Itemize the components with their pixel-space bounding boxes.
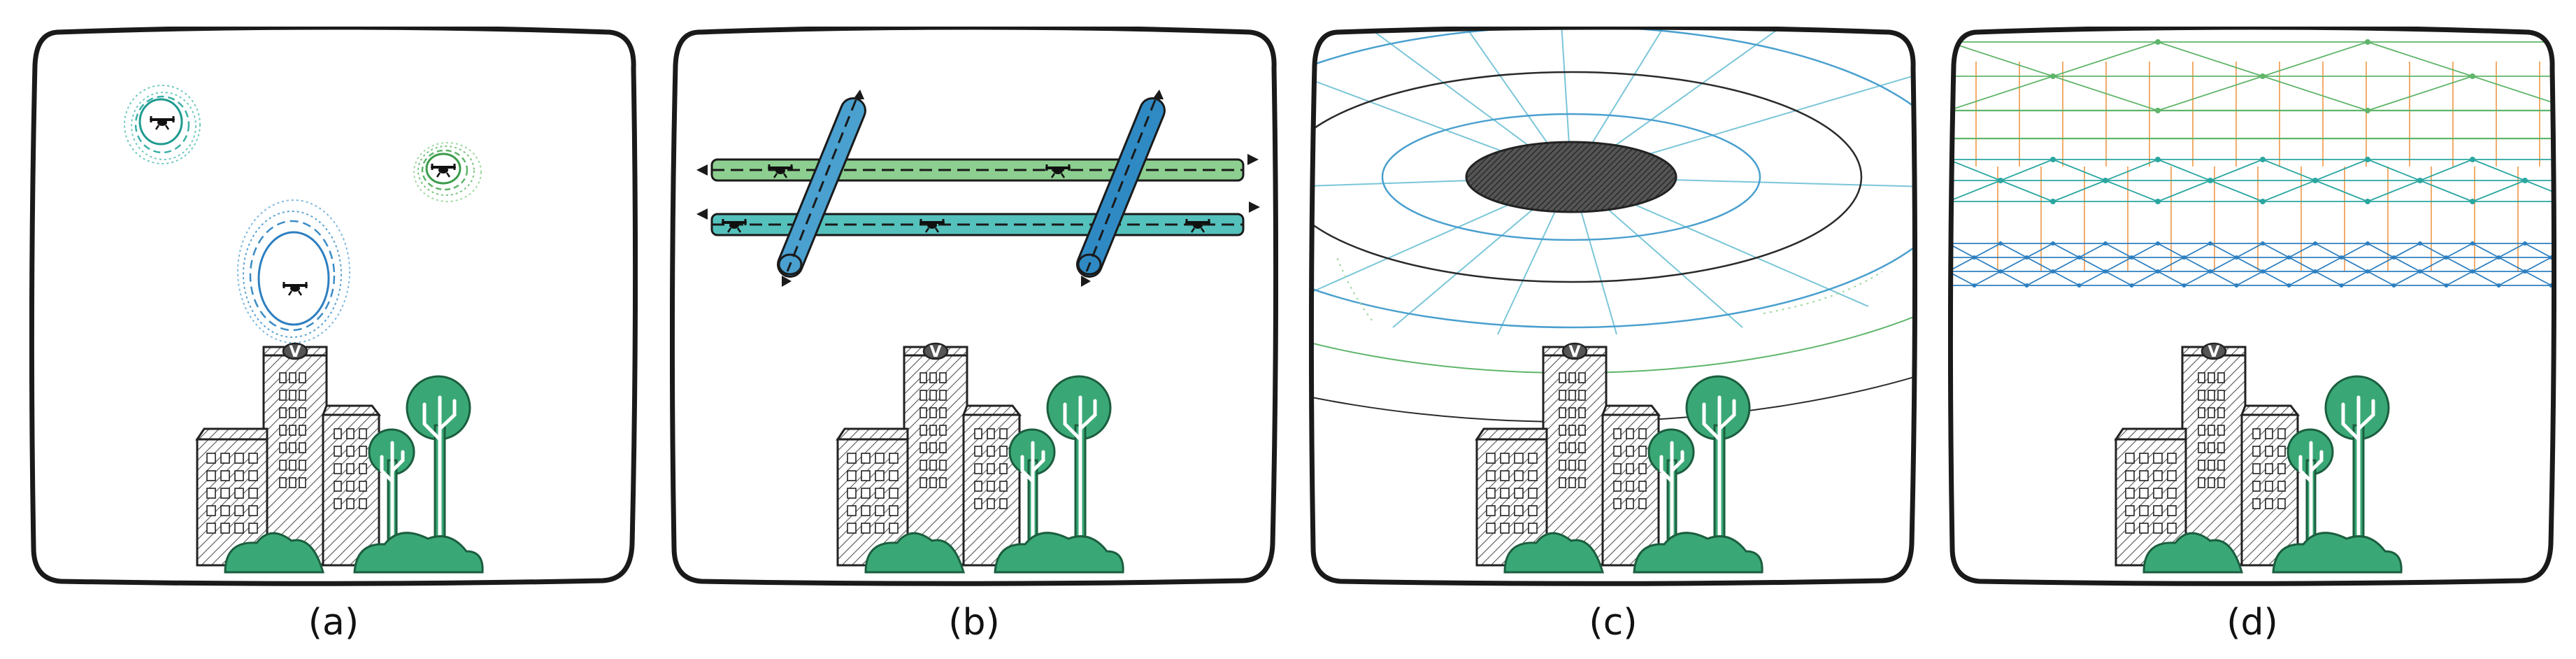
arrow-left-icon [696, 164, 708, 176]
corridor-blue-2 [1076, 90, 1166, 287]
drone-uncertainty-3 [237, 199, 350, 343]
panel-c-illustration [1309, 27, 1917, 586]
corridor-blue-1 [777, 90, 866, 287]
drone-uncertainty-1 [124, 85, 201, 164]
frame-fill [1311, 27, 1915, 584]
layered-network [1950, 39, 2554, 288]
frame [29, 27, 638, 586]
caption-b: (b) [948, 602, 1000, 644]
panel-b [670, 27, 1278, 586]
caption-c: (c) [1589, 602, 1638, 644]
caption-d: (d) [2226, 602, 2278, 644]
arrow-up-icon [853, 90, 864, 99]
arrow-down-icon [782, 276, 792, 287]
arrow-up-icon [1152, 90, 1164, 99]
frame-fill [1950, 27, 2554, 584]
arrow-left-icon [696, 208, 708, 220]
arrow-right-icon [1247, 154, 1259, 165]
panel-b-illustration [670, 27, 1278, 586]
panel-a-illustration [29, 27, 638, 586]
restricted-zone [1465, 141, 1677, 213]
arrow-right-icon [1249, 201, 1260, 213]
panel-a [29, 27, 638, 586]
arrow-down-icon [1081, 276, 1091, 287]
panel-d [1948, 27, 2556, 586]
frame [1948, 27, 2556, 586]
drone-uncertainty-2 [413, 142, 482, 202]
panel-d-illustration [1948, 27, 2556, 586]
caption-a: (a) [308, 602, 359, 644]
frame [1309, 27, 1917, 586]
panel-c [1309, 27, 1917, 586]
